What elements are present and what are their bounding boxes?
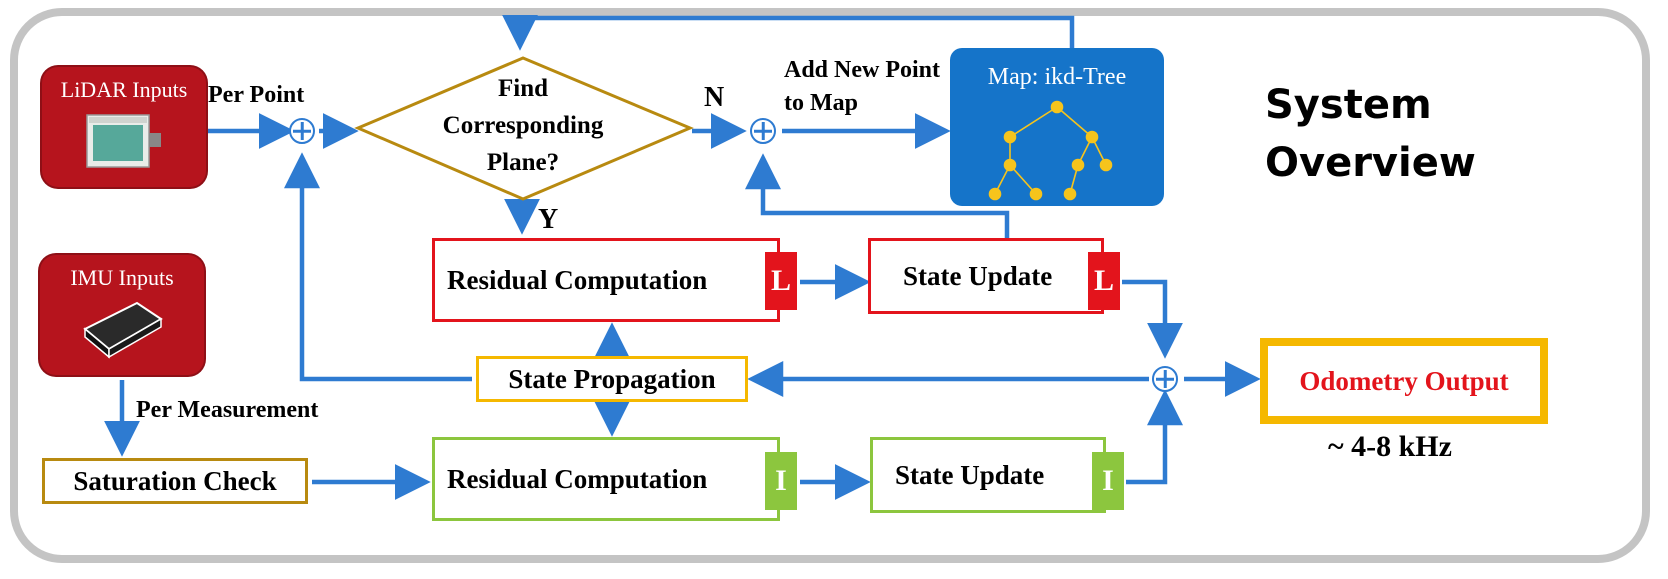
odometry-output-label: Odometry Output (1299, 365, 1509, 396)
imu-input-label: IMU Inputs (70, 265, 174, 290)
decision-label: Find Corresponding Plane? (442, 75, 604, 176)
tree-icon (988, 100, 1113, 201)
lidar-tag: L (765, 252, 797, 310)
map-label: Map: ikd-Tree (987, 64, 1127, 90)
summation-icon (289, 118, 315, 144)
odometry-output: Odometry Output (1260, 338, 1548, 424)
per-measurement-label: Per Measurement (136, 397, 319, 423)
residual-lidar-label: Residual Computation (447, 264, 708, 295)
arrow-propagation-to-sum1 (284, 152, 472, 382)
state-propagation: State Propagation (476, 356, 748, 402)
overview-frame (10, 8, 1650, 563)
arrow-update-l-to-sum (745, 153, 1010, 238)
decision-diamond (354, 56, 694, 201)
lidar-input-label: LiDAR Inputs (60, 77, 188, 102)
lidar-tag: L (1088, 252, 1120, 310)
imu-tag: I (1092, 452, 1124, 510)
residual-imu-label: Residual Computation (447, 463, 708, 494)
imu-input-card: IMU Inputs (40, 255, 204, 375)
state-update-lidar: State Update (868, 238, 1104, 314)
no-label: N (704, 82, 725, 113)
state-propagation-label: State Propagation (508, 363, 716, 394)
yes-label: Y (538, 204, 559, 235)
saturation-check-label: Saturation Check (73, 465, 277, 496)
residual-computation-lidar: Residual Computation (432, 238, 780, 322)
arrow-map-feedback (502, 14, 1075, 51)
per-point-label: Per Point (208, 82, 305, 108)
lidar-input-card: LiDAR Inputs (42, 67, 206, 187)
arrow-update-l-to-sum3 (1122, 279, 1183, 359)
residual-computation-imu: Residual Computation (432, 437, 780, 521)
imu-tag: I (765, 452, 797, 510)
imu-device-icon (83, 301, 163, 359)
system-title: System Overview (1265, 82, 1476, 186)
arrow-update-i-to-sum3 (1126, 389, 1183, 485)
saturation-check: Saturation Check (42, 458, 308, 504)
state-update-lidar-label: State Update (903, 260, 1053, 291)
summation-icon (750, 118, 776, 144)
lidar-sensor-icon (86, 114, 161, 168)
state-update-imu-label: State Update (895, 459, 1045, 490)
summation-icon (1152, 366, 1178, 392)
state-update-imu: State Update (870, 437, 1106, 513)
add-new-point-label: Add New Point to Map (784, 57, 941, 116)
output-rate-label: ~ 4-8 kHz (1328, 430, 1452, 463)
